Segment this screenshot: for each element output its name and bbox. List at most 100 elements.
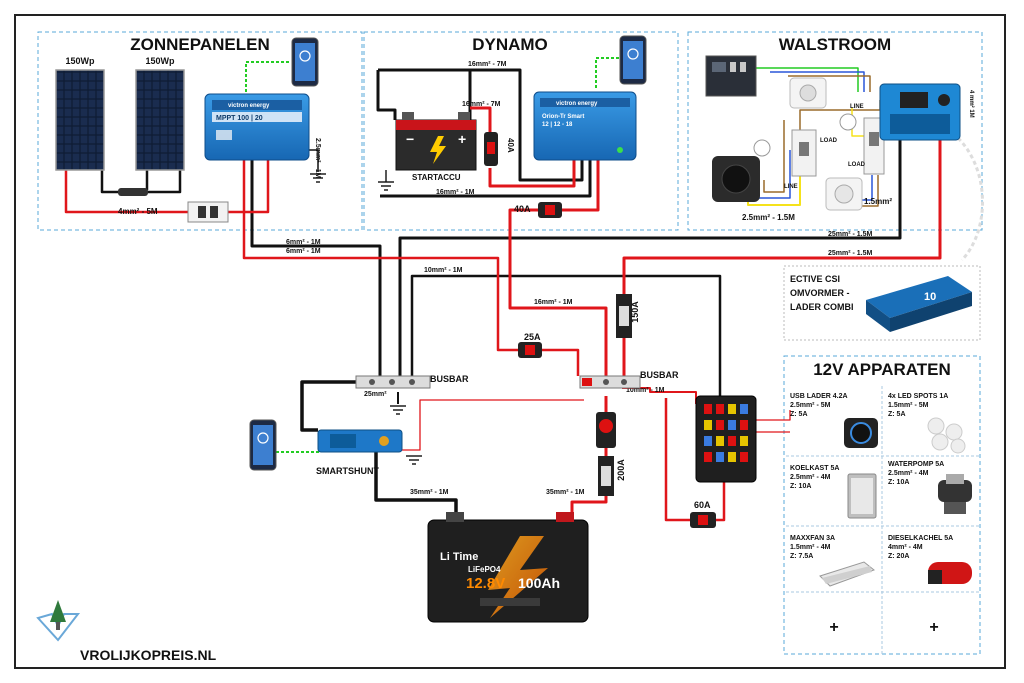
- fuse60-wire: [664, 398, 690, 522]
- mppt-brand: victron energy: [228, 103, 270, 109]
- busbar-shunt-wire: [300, 380, 360, 432]
- fuse-200a-label: 200A: [616, 459, 626, 481]
- shore-inlet-socket: [712, 156, 760, 202]
- appliance-name: KOELKAST 5A: [790, 465, 839, 472]
- battery-capacity: 100Ah: [518, 575, 560, 591]
- appliance-fuse: Z: 5A: [888, 411, 906, 418]
- solar-bluetooth-link: [245, 61, 290, 92]
- phone-app-dynamo: [619, 35, 647, 85]
- appliance-wire: 1.5mm² - 5M: [888, 402, 929, 409]
- inverter-label-3: LADER COMBI: [790, 302, 854, 312]
- wire-label-16mm: 16mm² - 1M: [534, 299, 573, 306]
- water-pump-icon: [938, 474, 972, 514]
- start-negative-wire-2: [378, 68, 584, 182]
- battery-switch: [596, 412, 616, 448]
- negative-wire-fusebox: [410, 274, 722, 398]
- inverter-positive-wire: [622, 140, 942, 296]
- main-battery: [427, 512, 589, 623]
- ac-neutral-wire: [770, 71, 865, 92]
- outer-frame: [14, 14, 1006, 669]
- appliance-name: USB LADER 4.2A: [790, 393, 848, 400]
- appliance-grid: [786, 386, 980, 654]
- fuse-25a-label: 25A: [524, 332, 541, 342]
- bulb-icon: [753, 139, 771, 157]
- fusebox-appliance-wire: [756, 410, 791, 421]
- negative-busbar: [355, 375, 431, 389]
- wires: [64, 57, 984, 522]
- inverter-unit: [866, 276, 972, 332]
- inverter-label-1: ECTIVE CSI: [790, 274, 840, 284]
- appliance-fuse: Z: 20A: [888, 553, 909, 560]
- schuko-socket: [825, 177, 863, 211]
- ground-symbol: [406, 455, 422, 465]
- dynamo-wire-2: 16mm² - 7M: [462, 101, 501, 108]
- fuse200-battery-wire: [570, 494, 608, 514]
- shunt-sense-wire: [402, 399, 584, 451]
- orion-spec: 12 | 12 - 18: [542, 122, 573, 128]
- appliance-fuse: Z: 5A: [790, 411, 808, 418]
- appliance-wire: 2.5mm² - 4M: [790, 474, 831, 481]
- battery-chem: LiFePO4: [468, 565, 501, 574]
- mppt-model: MPPT 100 | 20: [216, 115, 263, 122]
- fuse-60a: [690, 512, 716, 528]
- load-label-1: LOAD: [820, 138, 838, 144]
- battery-voltage: 12.8V: [466, 575, 505, 592]
- wire-label-35mm-b: 35mm² - 1M: [546, 489, 585, 496]
- shore-section-box: [687, 31, 983, 231]
- positive-busbar: [579, 375, 641, 389]
- ground-symbol: [378, 170, 394, 191]
- battery-brand: Li Time: [440, 551, 478, 563]
- wire-label-6mm-a: 6mm² - 1M: [286, 239, 321, 246]
- orion-brand: victron energy: [556, 101, 598, 107]
- inverter-box: [783, 265, 981, 341]
- dynamo-bluetooth-link: [595, 57, 620, 88]
- ground-symbol: [390, 405, 406, 415]
- appliance-name: 4x LED SPOTS 1A: [888, 393, 948, 400]
- wire-label-25mm-a: 25mm² - 1.5M: [828, 231, 873, 238]
- led-spots-icon: [927, 417, 966, 454]
- panel-wire-label: 4mm² - 5M: [118, 207, 158, 216]
- mppt-positive-wire: [242, 160, 520, 352]
- mc4-connector: [118, 188, 148, 196]
- appliance-wire: 2.5mm² - 4M: [888, 470, 929, 477]
- appliance-name: WATERPOMP 5A: [888, 461, 944, 468]
- line-label-1: LINE: [784, 184, 798, 190]
- solar-title: ZONNEPANELEN: [130, 35, 269, 54]
- negative-wire-dynamo: [380, 160, 592, 198]
- appliances-title: 12V APPARATEN: [813, 360, 951, 379]
- circuit-breaker-2: [863, 117, 885, 175]
- inverter-label-2: OMVORMER -: [790, 288, 850, 298]
- fuse25-wire: [540, 348, 580, 376]
- wire-label-10mm: 10mm² - 1M: [424, 267, 463, 274]
- roof-fan-icon: [819, 561, 876, 587]
- mppt-ground-label: 2.5mm² - 1M: [314, 138, 321, 179]
- fuse-150a-label: 150A: [630, 301, 640, 323]
- orion-to-busbar-wire: [508, 208, 608, 376]
- phone-app-shunt: [249, 419, 277, 471]
- inverter-unit-top: [879, 83, 961, 141]
- orion-charger: [533, 91, 637, 161]
- shore-wire-3: 4 mm² 1M: [968, 90, 975, 118]
- svg-text:+: +: [458, 131, 466, 147]
- wire-label-25mm-gnd: 25mm²: [364, 391, 387, 398]
- svg-text:−: −: [406, 131, 414, 147]
- breaker-mppt-wire: [228, 160, 270, 214]
- orion-model: Orion-Tr Smart: [542, 114, 584, 120]
- startaccu-negative: [376, 70, 397, 120]
- negative-busbar-label: BUSBAR: [430, 374, 469, 384]
- shore-inlet-panel: [705, 55, 757, 97]
- add-slot-2: +: [929, 619, 938, 636]
- wire-label-35mm-a: 35mm² - 1M: [410, 489, 449, 496]
- ground-symbol: [310, 173, 326, 183]
- fuse-150a: [616, 294, 632, 338]
- appliance-fuse: Z: 7.5A: [790, 553, 813, 560]
- orion-positive-wire: [560, 160, 600, 212]
- fuse-40a-top-label: 40A: [506, 138, 515, 153]
- negative-wire-inverter: [398, 88, 902, 380]
- smartshunt-label: SMARTSHUNT: [316, 466, 379, 476]
- dynamo-wire-1: 16mm² - 7M: [468, 61, 507, 68]
- panel-positive-wire: [64, 170, 200, 214]
- appliance-name: DIESELKACHEL 5A: [888, 535, 953, 542]
- appliance-wire: 2.5mm² - 5M: [790, 402, 831, 409]
- mppt-controller: [204, 93, 310, 161]
